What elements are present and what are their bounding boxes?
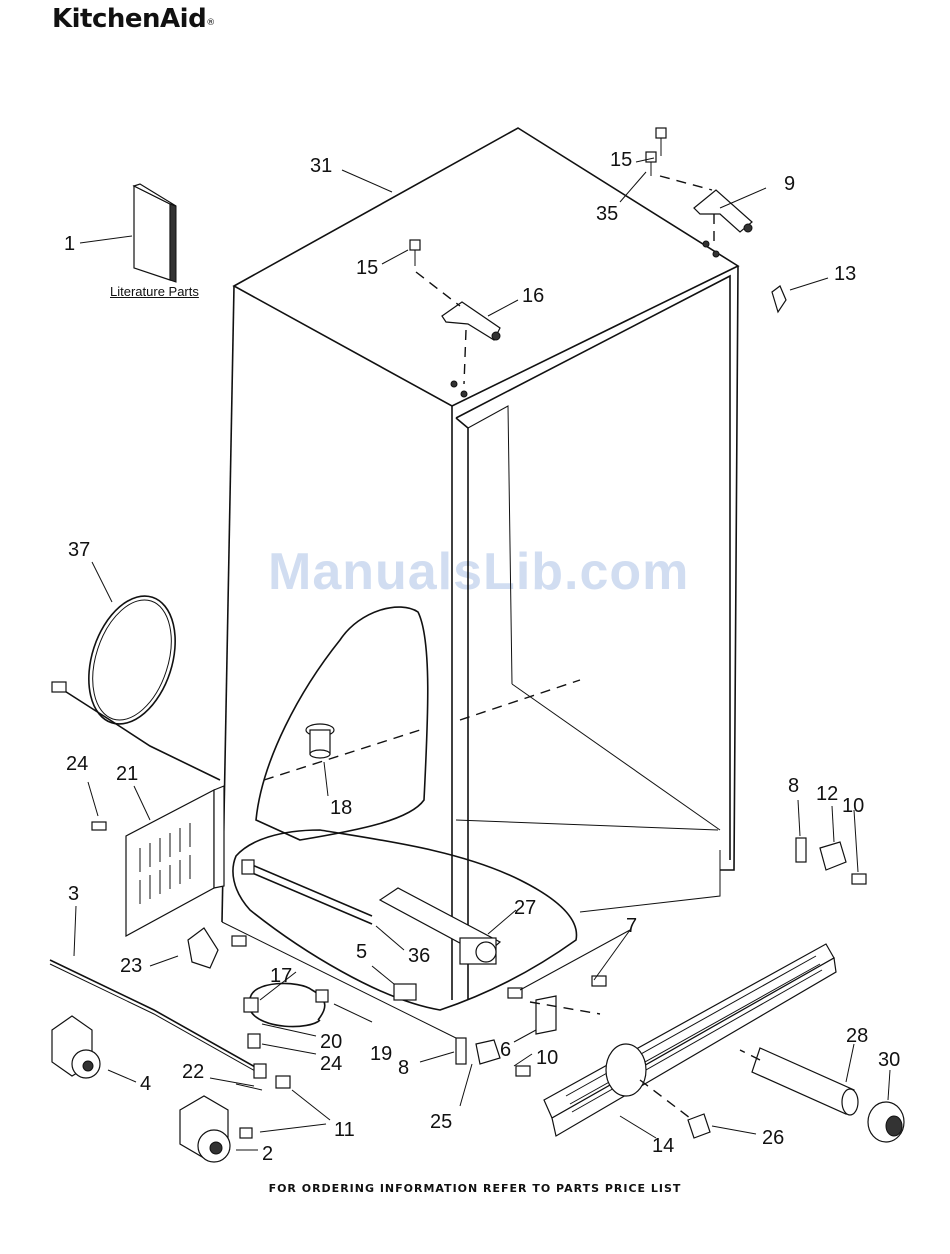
machine-compartment-cover <box>92 786 224 936</box>
callout-5: 5 <box>356 941 367 963</box>
callout-13: 13 <box>834 263 856 285</box>
drain-cap <box>688 1114 710 1138</box>
callout-28: 28 <box>846 1025 868 1047</box>
callout-10-right: 10 <box>842 795 864 817</box>
clip-bracket <box>536 996 556 1034</box>
callout-26: 26 <box>762 1127 784 1149</box>
rear-roller <box>180 1076 290 1162</box>
callout-8-right: 8 <box>788 775 799 797</box>
callout-15-top: 15 <box>610 149 632 171</box>
callout-27: 27 <box>514 897 536 919</box>
shim-left <box>456 1038 466 1064</box>
callout-10-bottom: 10 <box>536 1047 558 1069</box>
callout-11: 11 <box>334 1119 355 1141</box>
callout-37: 37 <box>68 539 90 561</box>
callout-8-bottom: 8 <box>398 1057 409 1079</box>
callout-4: 4 <box>140 1073 151 1095</box>
callout-20: 20 <box>320 1031 342 1053</box>
filter-cap <box>868 1102 904 1142</box>
callout-2: 2 <box>262 1143 273 1165</box>
callout-9: 9 <box>784 173 795 195</box>
callout-22: 22 <box>182 1061 204 1083</box>
callout-30: 30 <box>878 1049 900 1071</box>
callout-14: 14 <box>652 1135 674 1157</box>
callout-6: 6 <box>500 1039 511 1061</box>
top-hinge-right <box>646 128 752 244</box>
fill-tube <box>242 860 372 924</box>
callout-25: 25 <box>430 1111 452 1133</box>
bracket-part <box>188 928 246 968</box>
water-valve-assembly <box>380 888 500 964</box>
shim-right <box>796 838 806 862</box>
toe-grille <box>544 944 836 1136</box>
callout-19: 19 <box>370 1043 392 1065</box>
callout-24-left: 24 <box>66 753 88 775</box>
callout-16: 16 <box>522 285 544 307</box>
water-tube <box>244 983 328 1048</box>
screw-10a <box>516 1066 530 1076</box>
front-roller <box>52 1016 100 1078</box>
callout-3: 3 <box>68 883 79 905</box>
bracket-left <box>476 1040 500 1064</box>
callout-36: 36 <box>408 945 430 967</box>
screw-10b <box>852 874 866 884</box>
clip-part <box>772 286 786 312</box>
callout-21: 21 <box>116 763 138 785</box>
power-cord <box>52 585 220 780</box>
drain-fitting <box>306 724 334 758</box>
screw-7b <box>592 976 606 986</box>
callout-17: 17 <box>270 965 292 987</box>
bracket-right <box>820 842 846 870</box>
cutaway-region <box>233 607 580 1010</box>
top-hinge-left <box>410 240 500 384</box>
callout-31: 31 <box>310 155 332 177</box>
callout-18: 18 <box>330 797 352 819</box>
ordering-footer: FOR ORDERING INFORMATION REFER TO PARTS … <box>0 1182 950 1195</box>
cabinet-shell <box>222 128 738 1040</box>
callout-35: 35 <box>596 203 618 225</box>
callout-12: 12 <box>816 783 838 805</box>
callout-15-mid: 15 <box>356 257 378 279</box>
callout-1: 1 <box>64 233 75 255</box>
callout-23: 23 <box>120 955 142 977</box>
callout-7: 7 <box>626 915 637 937</box>
literature-booklet <box>134 184 176 282</box>
callout-24-bottom: 24 <box>320 1053 342 1075</box>
foam-block <box>394 984 416 1000</box>
literature-parts-label: Literature Parts <box>110 284 199 299</box>
water-filter <box>740 1048 858 1115</box>
